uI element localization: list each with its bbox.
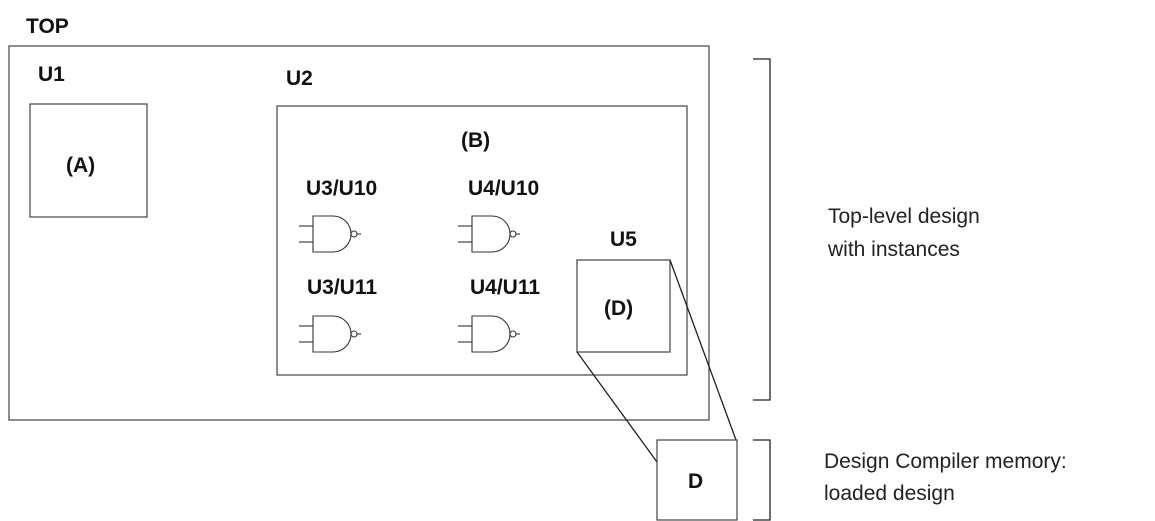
u2-label: U2 — [286, 67, 313, 90]
projection-line-right — [669, 259, 737, 441]
top-design-box — [8, 45, 710, 421]
top-level-bracket — [753, 58, 771, 401]
gate-label-u3-u11: U3/U11 — [307, 276, 377, 299]
u5-instance-box — [576, 259, 671, 353]
u5-design-label: (D) — [604, 297, 633, 320]
top-level-note-line2: with instances — [827, 238, 960, 261]
nand-gate-icon — [458, 315, 520, 353]
nand-gate-icon — [299, 315, 361, 353]
memory-note-line2: loaded design — [824, 482, 955, 505]
memory-note-line1: Design Compiler memory: — [824, 450, 1067, 473]
top-level-note-line1: Top-level design — [828, 205, 980, 228]
projection-line-left — [576, 351, 658, 463]
u1-label: U1 — [38, 63, 65, 86]
loaded-design-label: D — [688, 470, 703, 493]
gate-label-u4-u10: U4/U10 — [468, 177, 539, 200]
u5-label: U5 — [610, 228, 637, 251]
gate-label-u3-u10: U3/U10 — [306, 177, 377, 200]
u2-instance-box — [276, 105, 688, 376]
gate-label-u4-u11: U4/U11 — [470, 276, 540, 299]
nand-gate-icon — [458, 215, 520, 253]
u1-design-label: (A) — [66, 154, 95, 177]
loaded-design-box — [656, 439, 738, 521]
memory-bracket — [753, 439, 771, 521]
nand-gate-icon — [299, 215, 361, 253]
u2-design-label: (B) — [461, 129, 490, 152]
top-label: TOP — [26, 15, 69, 38]
u1-instance-box — [29, 103, 148, 218]
